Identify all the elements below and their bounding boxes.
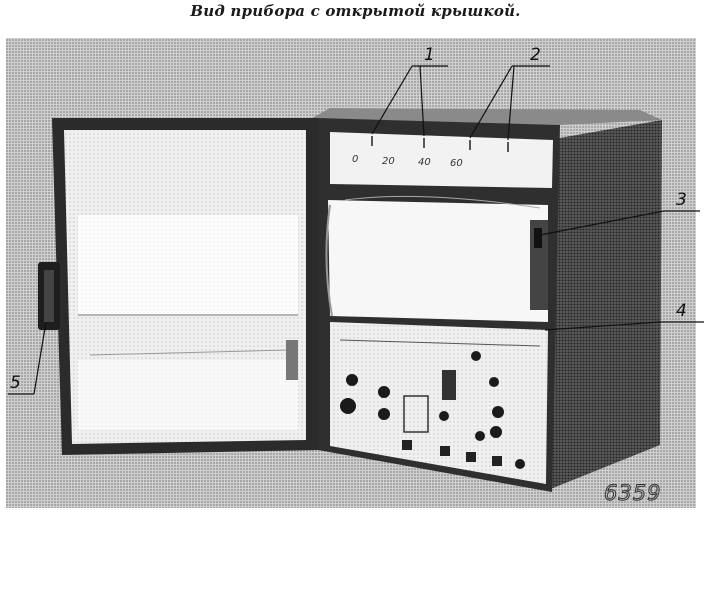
figure-caption: Вид прибора с открытой крышкой. [190,2,521,20]
cabinet-side-panel [548,120,662,490]
scale-label: 40 [418,157,431,168]
callout-leaders [8,65,704,395]
cabinet-top [312,108,662,125]
callout-label: 3 [676,190,687,210]
callout-label: 2 [530,45,541,65]
control-panel [330,322,548,484]
scale-ticks [371,136,509,152]
door-inner-plate-lower [78,360,298,430]
reference-number: 6359 [604,481,661,505]
switch [442,370,456,400]
callout-label: 1 [424,45,435,65]
chart-paper-roll [328,200,548,322]
scale-label: 0 [352,154,358,165]
scale-label: 60 [450,158,463,169]
fuse-holder [403,395,429,433]
callout-label: 5 [10,373,21,393]
scale-window [330,132,553,188]
callout-label: 4 [676,301,687,321]
scale-label: 20 [382,156,395,167]
door-inner-plate [78,215,298,315]
control-knobs [340,351,525,469]
